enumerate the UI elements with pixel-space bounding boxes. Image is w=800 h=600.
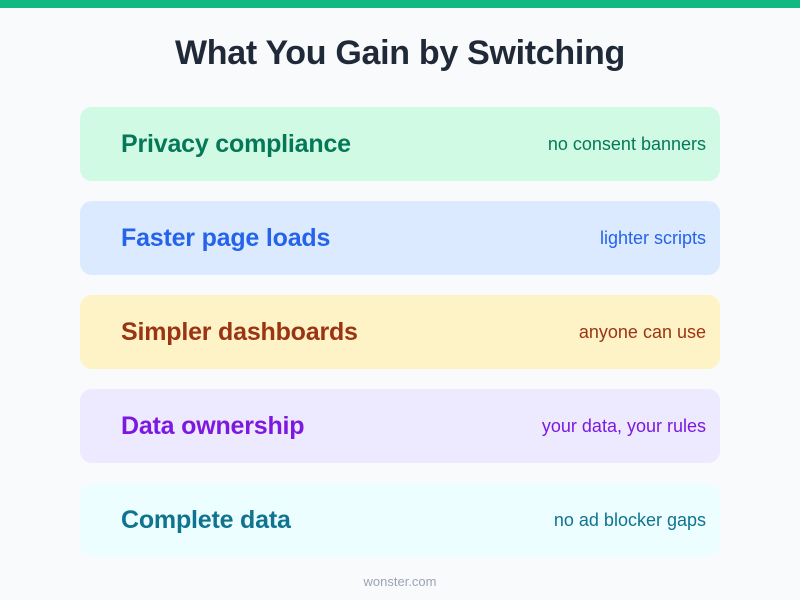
benefit-card-faster-page-loads[interactable]: Faster page loads lighter scripts	[80, 201, 720, 275]
benefit-subtitle: lighter scripts	[599, 228, 706, 248]
benefit-subtitle: your data, your rules	[541, 416, 706, 436]
footer-site-label: wonster.com	[363, 574, 437, 589]
benefit-subtitle: anyone can use	[578, 322, 706, 342]
benefit-subtitle: no consent banners	[547, 134, 706, 154]
benefit-title: Faster page loads	[121, 224, 331, 252]
benefit-card-privacy-compliance[interactable]: Privacy compliance no consent banners	[80, 107, 720, 181]
benefit-card-complete-data[interactable]: Complete data no ad blocker gaps	[80, 483, 720, 557]
benefit-card-data-ownership[interactable]: Data ownership your data, your rules	[80, 389, 720, 463]
benefit-title: Data ownership	[121, 412, 305, 440]
benefit-title: Complete data	[121, 506, 291, 534]
benefit-title: Simpler dashboards	[121, 318, 358, 346]
benefit-subtitle: no ad blocker gaps	[553, 510, 706, 530]
top-accent-bar	[0, 0, 800, 8]
benefit-card-simpler-dashboards[interactable]: Simpler dashboards anyone can use	[80, 295, 720, 369]
page-title: What You Gain by Switching	[175, 34, 625, 72]
benefit-title: Privacy compliance	[121, 130, 351, 158]
